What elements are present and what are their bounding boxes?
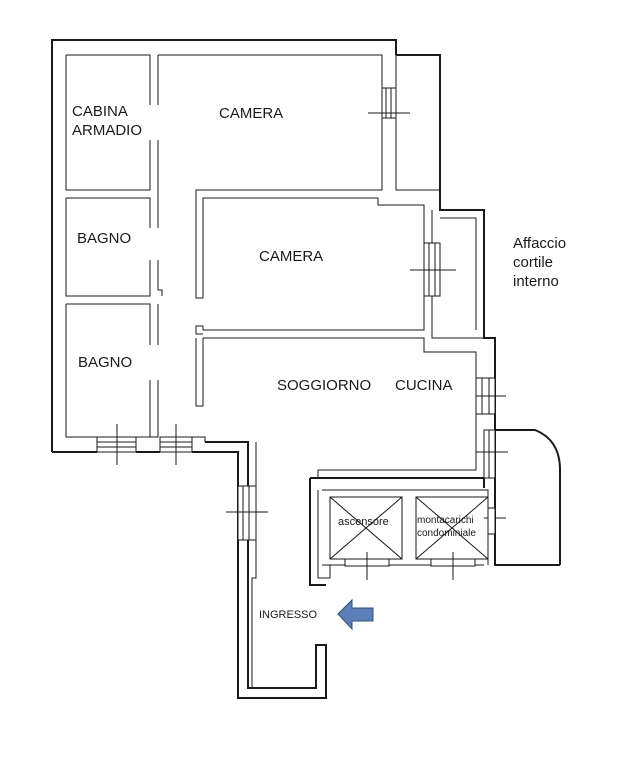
bedroom-2-label: CAMERA <box>259 248 323 265</box>
view-note-line2: cortile <box>513 254 553 271</box>
arrow-left-icon <box>337 598 374 631</box>
service-lift-label-line2: condominiale <box>417 528 476 539</box>
view-note-line3: interno <box>513 273 559 290</box>
bathroom-1-label: BAGNO <box>77 230 131 247</box>
walk-in-closet-label-line2: ARMADIO <box>72 122 142 139</box>
elevator-label: ascensore <box>338 516 389 528</box>
living-room-label: SOGGIORNO <box>277 377 371 394</box>
room-labels: CABINA ARMADIO CAMERA BAGNO CAMERA BAGNO… <box>72 103 566 621</box>
view-note-line1: Affaccio <box>513 235 566 252</box>
entrance-label: INGRESSO <box>259 609 318 621</box>
walk-in-closet-label-line1: CABINA <box>72 103 128 120</box>
bedroom-1-label: CAMERA <box>219 105 283 122</box>
inner-walls <box>65 54 489 688</box>
kitchen-label: CUCINA <box>395 377 453 394</box>
windows <box>96 87 508 580</box>
bathroom-2-label: BAGNO <box>78 354 132 371</box>
service-lift-label-line1: montacarichi <box>417 515 474 526</box>
